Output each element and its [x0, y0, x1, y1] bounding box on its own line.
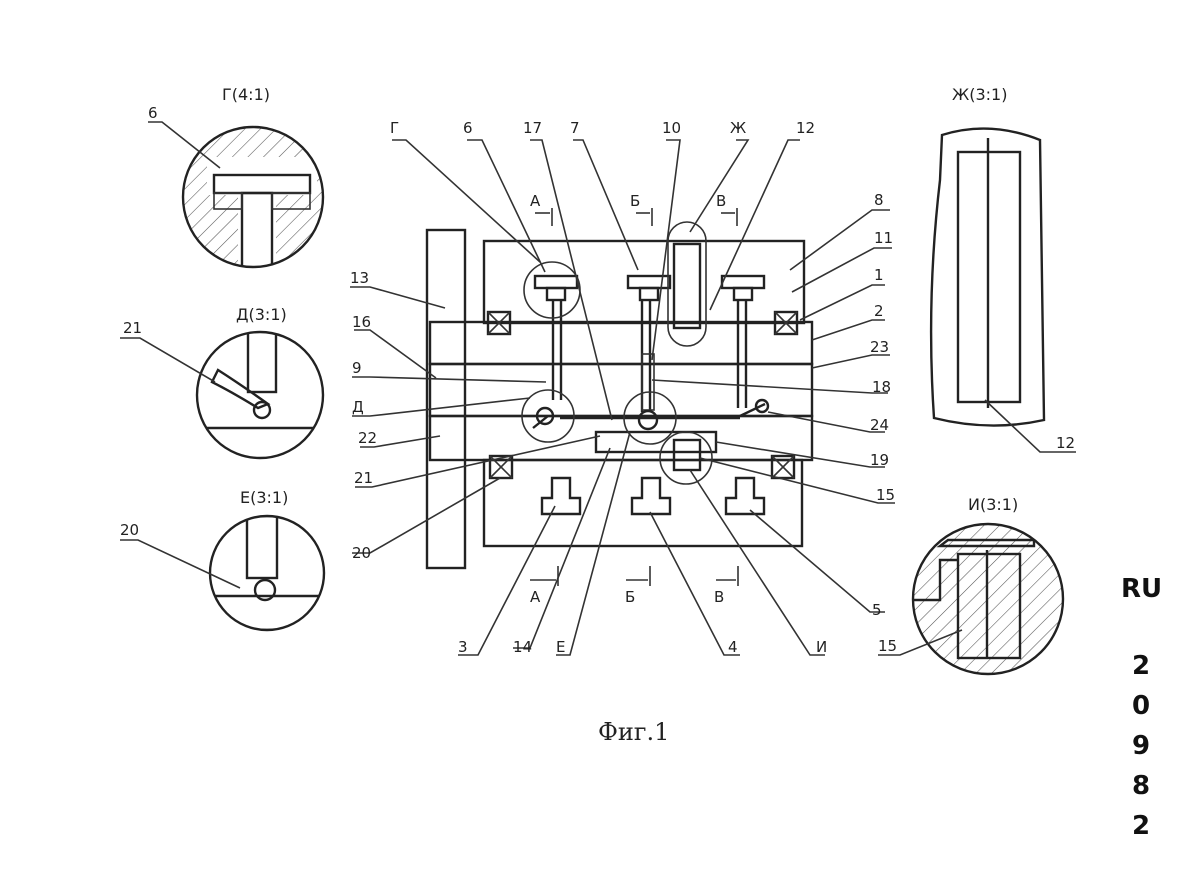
label-16: 16 [352, 313, 371, 331]
label-21: 21 [354, 469, 373, 487]
detail-e-title: Е(3:1) [240, 488, 288, 507]
label-g: Г [390, 119, 399, 137]
detail-e: Е(3:1) 20 [120, 488, 326, 632]
label-i: И [816, 638, 827, 656]
patent-spacer [1121, 608, 1161, 646]
label-19: 19 [870, 451, 889, 469]
section-mark-v-bot: В [714, 588, 724, 606]
detail-d-label-21: 21 [123, 319, 142, 337]
detail-zh-title: Ж(3:1) [952, 85, 1007, 104]
label-20: 20 [352, 544, 371, 562]
label-e: Е [556, 638, 565, 656]
label-5: 5 [872, 601, 882, 619]
detail-i-title: И(3:1) [968, 495, 1018, 514]
lower-shaft-band [428, 414, 814, 462]
patent-country: RU [1121, 574, 1163, 604]
detail-e-label-20: 20 [120, 521, 139, 539]
label-3: 3 [458, 638, 468, 656]
label-9: 9 [352, 359, 362, 377]
label-12: 12 [796, 119, 815, 137]
part-15 [672, 438, 702, 472]
patent-number: RU 20982 [1121, 570, 1163, 846]
patent-number-value: 20982 [1131, 651, 1151, 841]
label-23: 23 [870, 338, 889, 356]
figure-caption: Фиг.1 [598, 718, 669, 746]
detail-zh-label-12: 12 [1056, 434, 1075, 452]
label-6: 6 [463, 119, 473, 137]
main-assembly: А Б В А Б В [350, 119, 895, 656]
section-marks [530, 208, 739, 586]
rods [551, 300, 748, 412]
label-18: 18 [872, 378, 891, 396]
label-7: 7 [570, 119, 580, 137]
label-22: 22 [358, 429, 377, 447]
detail-g-title: Г(4:1) [222, 85, 270, 104]
detail-g: Г(4:1) 6 [148, 85, 325, 269]
section-mark-b-bot: Б [625, 588, 635, 606]
label-13: 13 [350, 269, 369, 287]
section-mark-a-bot: А [530, 588, 541, 606]
label-24: 24 [870, 416, 889, 434]
section-mark-v-top: В [716, 192, 726, 210]
label-d: Д [352, 398, 364, 416]
leader-lines [350, 139, 895, 656]
plate-13 [425, 228, 467, 570]
detail-zh: Ж(3:1) 12 [929, 85, 1076, 453]
detail-d: Д(3:1) 21 [120, 305, 325, 460]
detail-d-title: Д(3:1) [236, 305, 287, 324]
detail-i-label-15: 15 [878, 637, 897, 655]
label-2: 2 [874, 302, 884, 320]
label-14: 14 [513, 638, 532, 656]
label-zh: Ж [730, 119, 746, 137]
label-4: 4 [728, 638, 738, 656]
lower-housing [482, 458, 804, 548]
label-11: 11 [874, 229, 893, 247]
section-mark-a-top: А [530, 192, 541, 210]
section-mark-b-top: Б [630, 192, 640, 210]
label-17: 17 [523, 119, 542, 137]
callout-circles [521, 261, 713, 485]
label-15: 15 [876, 486, 895, 504]
l-slots [540, 476, 766, 516]
element-10 [672, 242, 702, 330]
t-pins [533, 274, 766, 302]
linkage [532, 398, 770, 431]
label-10: 10 [662, 119, 681, 137]
detail-g-label-6: 6 [148, 104, 158, 122]
detail-i: И(3:1) 15 [878, 495, 1065, 676]
label-1: 1 [874, 266, 884, 284]
label-8: 8 [874, 191, 884, 209]
